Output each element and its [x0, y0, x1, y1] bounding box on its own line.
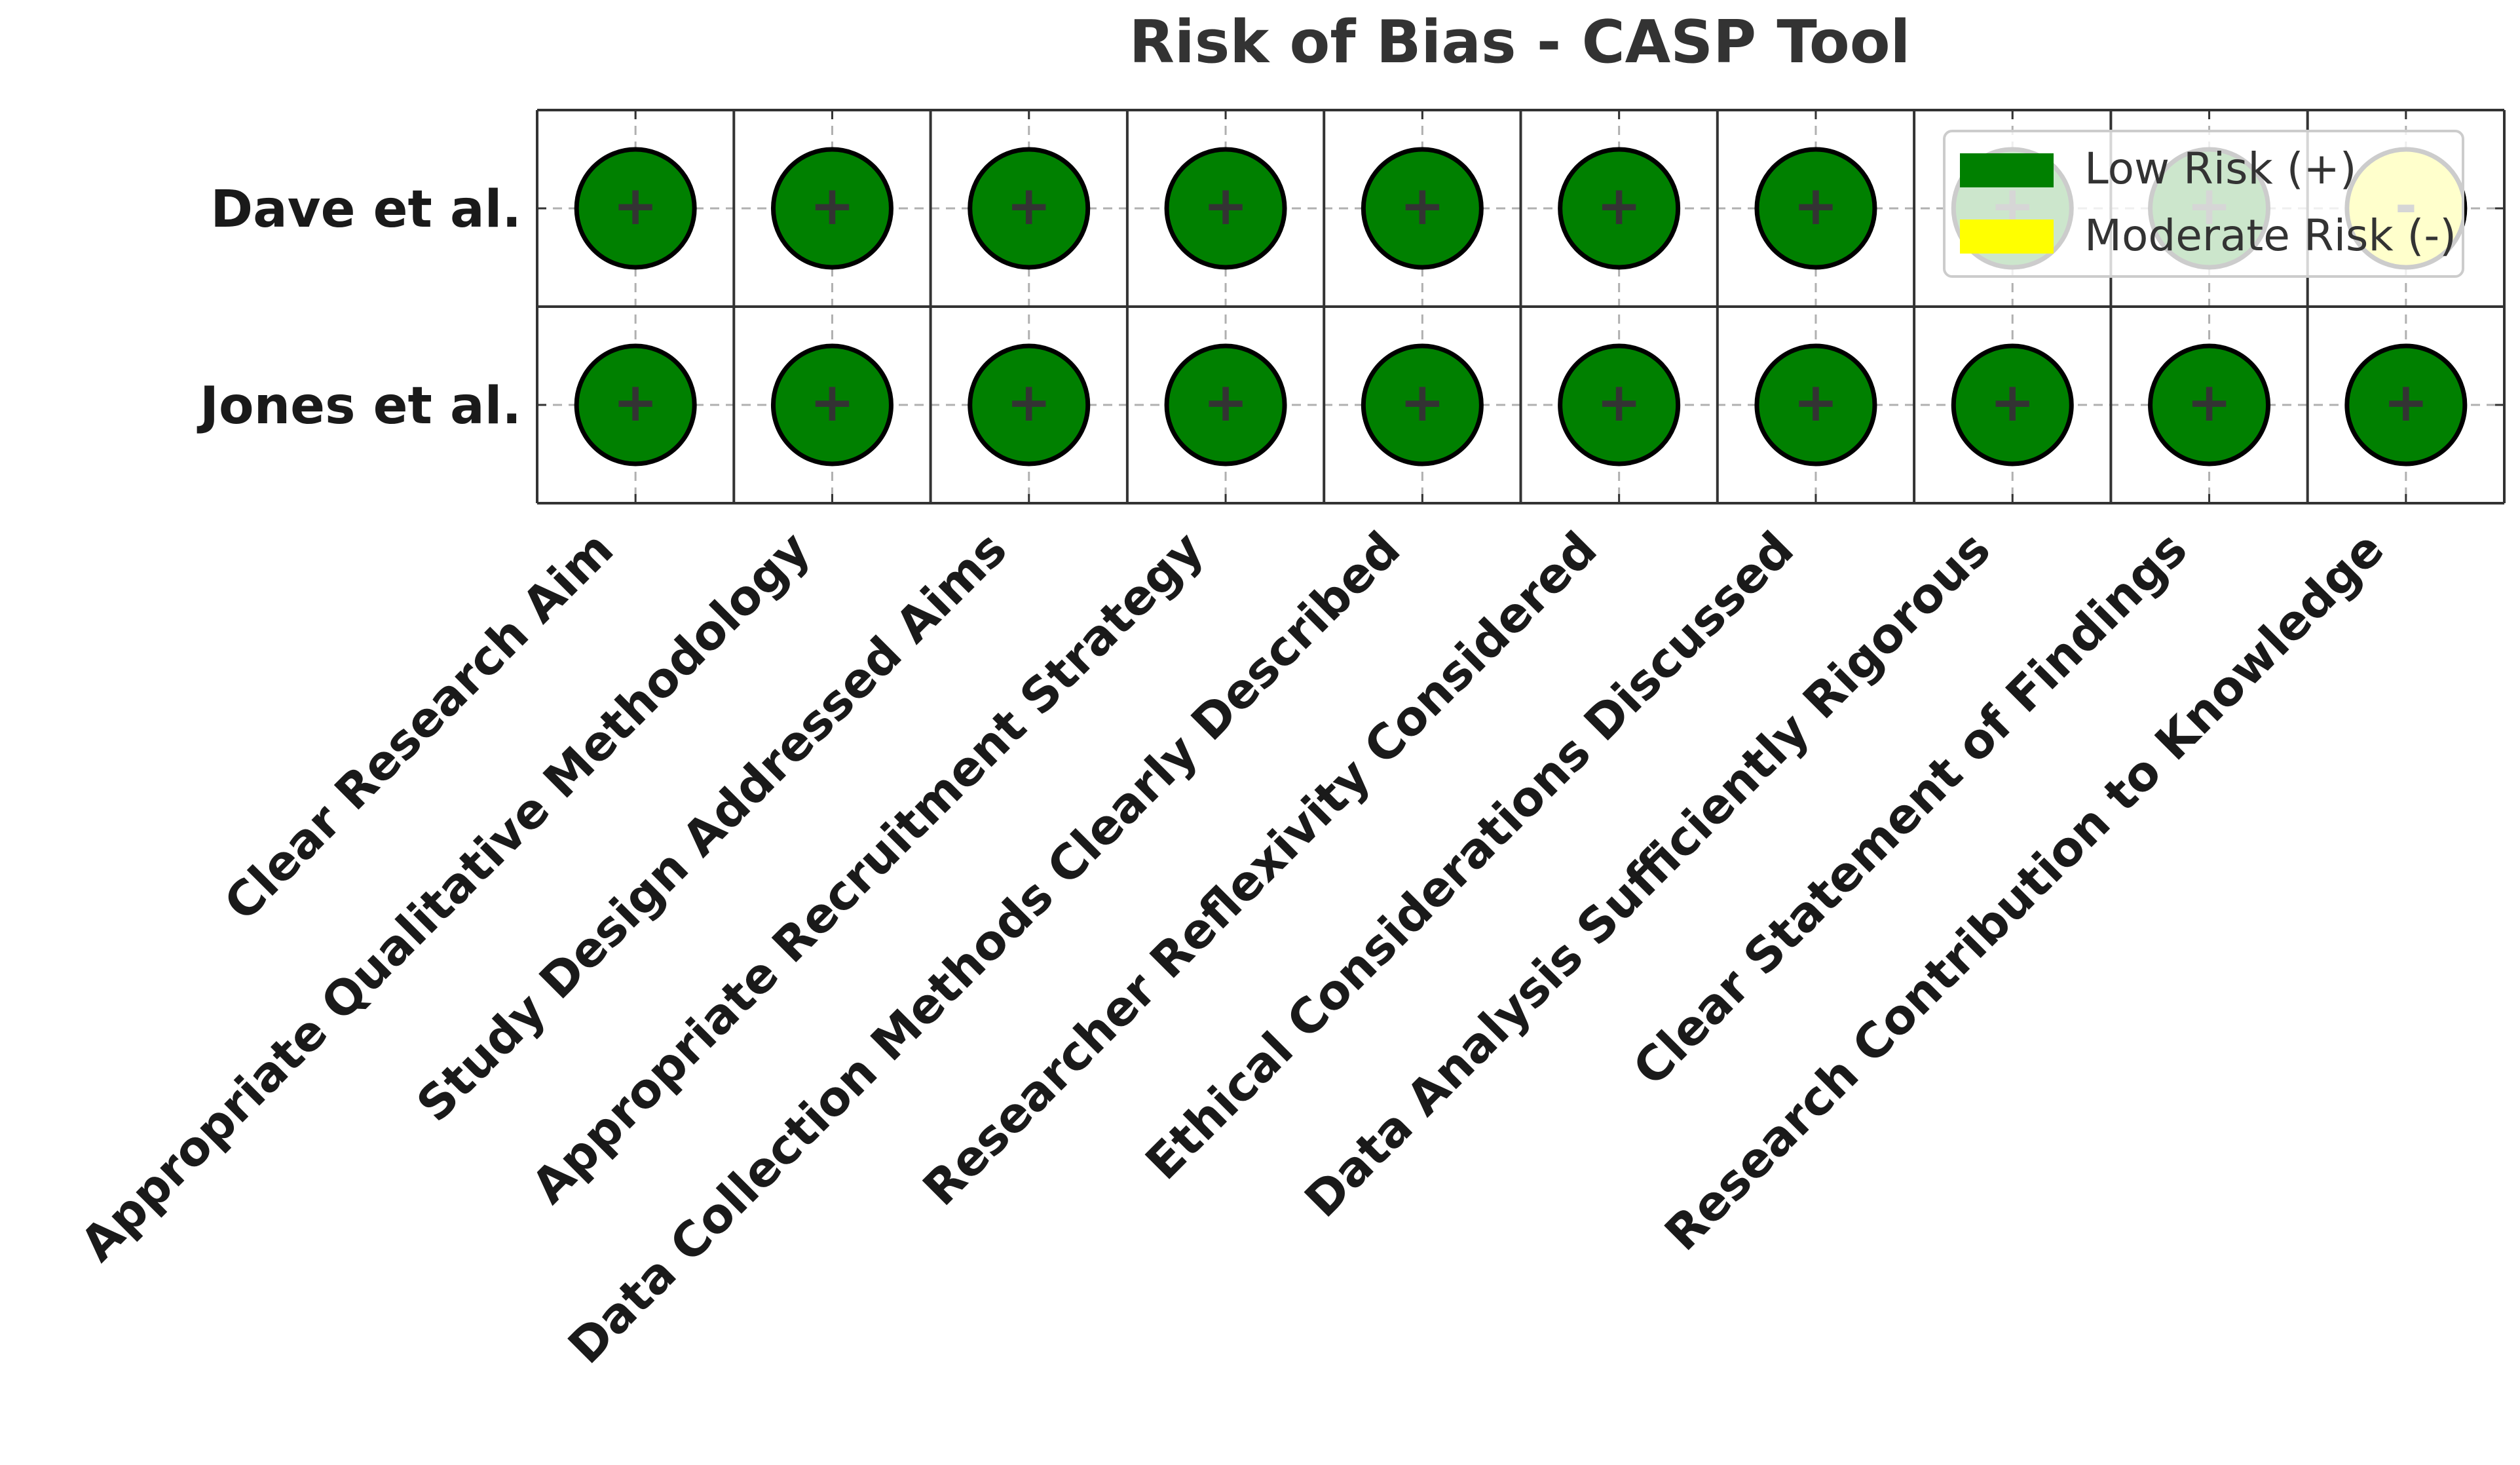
rating-symbol: +: [1203, 175, 1249, 237]
rating-symbol: +: [1596, 371, 1642, 434]
rating-marker-low-risk: [574, 343, 697, 466]
study-label: Dave et al.: [210, 180, 521, 239]
rating-marker-low-risk: [1558, 147, 1681, 270]
rating-symbol: +: [1794, 175, 1839, 237]
rating-marker-low-risk: [1951, 343, 2074, 466]
rating-symbol: +: [810, 175, 855, 237]
rating-symbol: +: [1006, 175, 1051, 237]
rating-symbol: +: [1203, 371, 1249, 434]
rating-marker-low-risk: [574, 147, 697, 270]
rating-symbol: +: [810, 371, 855, 434]
rating-marker-low-risk: [2148, 343, 2271, 466]
rating-marker-low-risk: [770, 147, 893, 270]
rating-symbol: +: [613, 371, 658, 434]
rating-marker-low-risk: [1754, 343, 1877, 466]
legend-label-low-risk: Low Risk (+): [2084, 143, 2357, 194]
rating-marker-low-risk: [1754, 147, 1877, 270]
rating-symbol: +: [1400, 175, 1445, 237]
y-axis-labels: Dave et al. Jones et al.: [197, 180, 521, 436]
rating-marker-low-risk: [2344, 343, 2468, 466]
rating-marker-low-risk: [770, 343, 893, 466]
legend-frame: [1943, 130, 2464, 278]
rating-marker-low-risk: [968, 343, 1091, 466]
chart-title: Risk of Bias - CASP Tool: [1129, 8, 1911, 77]
study-label: Jones et al.: [197, 377, 521, 436]
rating-marker-low-risk: [1361, 147, 1484, 270]
legend-label-moderate-risk: Moderate Risk (-): [2084, 210, 2456, 261]
rating-symbol: +: [1006, 371, 1051, 434]
legend-swatch-low-risk: [1960, 153, 2054, 187]
rating-symbol: +: [1794, 371, 1839, 434]
rating-marker-low-risk: [1558, 343, 1681, 466]
rating-symbol: +: [2187, 371, 2232, 434]
rating-marker-low-risk: [1164, 147, 1287, 270]
legend-swatch-moderate-risk: [1960, 219, 2054, 254]
rating-marker-low-risk: [968, 147, 1091, 270]
rating-symbol: +: [1990, 371, 2035, 434]
rating-symbol: +: [613, 175, 658, 237]
rating-marker-low-risk: [1164, 343, 1287, 466]
rating-symbol: +: [1400, 371, 1445, 434]
rating-marker-low-risk: [1361, 343, 1484, 466]
rating-symbol: +: [1596, 175, 1642, 237]
rating-symbol: +: [2383, 371, 2428, 434]
legend: Low Risk (+) Moderate Risk (-): [1943, 130, 2464, 278]
